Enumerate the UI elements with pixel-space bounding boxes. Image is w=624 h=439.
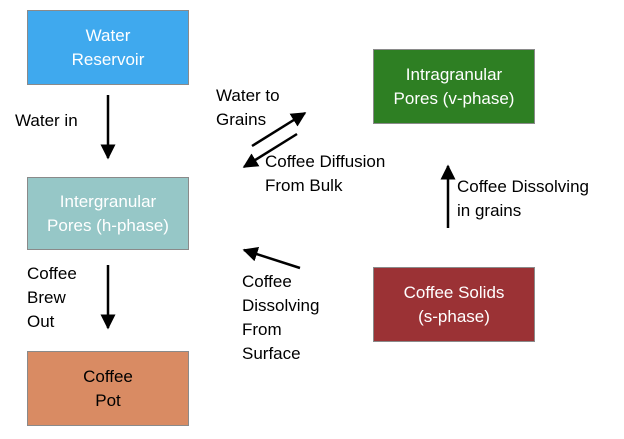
coffee-diffusion-line2: From Bulk [265,176,343,195]
brew-out-line2: Brew [27,288,66,307]
water-in-label: Water in [15,109,78,133]
coffee-diffusion-line1: Coffee Diffusion [265,152,386,171]
water-in-line1: Water in [15,111,78,130]
intragranular-pores-line2: Pores (v-phase) [393,88,515,108]
water-to-grains-arrow [251,111,307,148]
water-to-grains-label: Water to Grains [216,84,280,132]
dissolving-surface-line3: From [242,320,282,339]
coffee-solids-line1: Coffee Solids [403,282,505,302]
intragranular-pores-line1: Intragranular [405,64,503,84]
coffee-solids-box: Coffee Solids (s-phase) [373,267,535,342]
intergranular-pores-line2: Pores (h-phase) [47,215,169,235]
coffee-diffusion-arrow [242,132,298,169]
brew-out-label: Coffee Brew Out [27,262,77,334]
water-to-grains-line1: Water to [216,86,280,105]
dissolving-surface-arrow [242,246,301,270]
dissolving-surface-line4: Surface [242,344,301,363]
coffee-diffusion-label: Coffee Diffusion From Bulk [265,150,385,198]
dissolving-surface-line1: Coffee [242,272,292,291]
dissolving-grains-line1: Coffee Dissolving [457,177,589,196]
dissolving-surface-line2: Dissolving [242,296,320,315]
brew-out-line1: Coffee [27,264,77,283]
coffee-pot-box: Coffee Pot [27,351,189,426]
intragranular-pores-box: Intragranular Pores (v-phase) [373,49,535,124]
dissolving-grains-line2: in grains [457,201,522,220]
coffee-pot-line2: Pot [95,390,121,410]
brew-out-line3: Out [27,312,55,331]
coffee-solids-line2: (s-phase) [418,306,490,326]
dissolving-grains-label: Coffee Dissolving in grains [457,175,589,223]
water-reservoir-line1: Water [85,25,131,45]
intergranular-pores-box: Intergranular Pores (h-phase) [27,177,189,250]
dissolving-surface-label: Coffee Dissolving From Surface [242,270,319,366]
intergranular-pores-line1: Intergranular [59,191,157,211]
water-to-grains-line2: Grains [216,110,267,129]
water-reservoir-line2: Reservoir [71,49,145,69]
water-reservoir-box: Water Reservoir [27,10,189,85]
coffee-pot-line1: Coffee [83,366,133,386]
